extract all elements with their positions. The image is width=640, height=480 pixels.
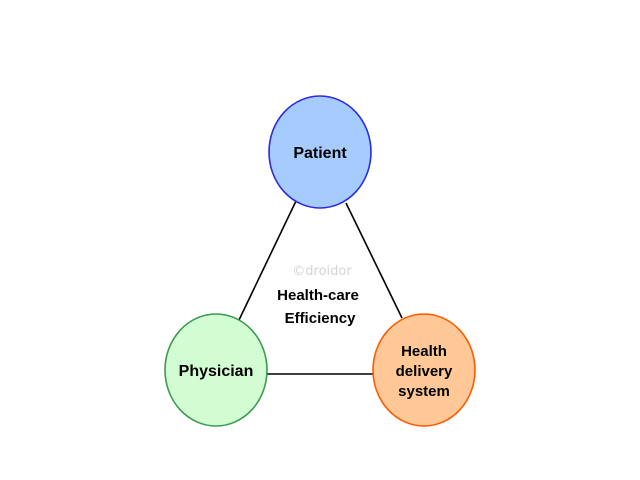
edge-patient-delivery: [345, 202, 403, 319]
center-label-line-1: Health-care: [277, 287, 359, 304]
node-delivery-circle: [372, 313, 476, 427]
center-label-line-2: Efficiency: [285, 310, 357, 327]
node-patient-label: Patient: [293, 145, 347, 162]
watermark-text: ©droidor: [292, 264, 352, 279]
edge-patient-physician: [238, 200, 297, 321]
node-physician-label: Physician: [179, 363, 254, 380]
node-delivery-label-line-2: delivery: [396, 363, 453, 380]
node-patient: Patient: [268, 95, 372, 209]
node-patient-circle: [268, 95, 372, 209]
node-delivery-label-line-1: Health: [401, 343, 447, 360]
node-delivery-system: Health delivery system: [372, 313, 476, 427]
node-delivery-label-line-3: system: [398, 383, 450, 400]
node-physician: Physician: [164, 313, 268, 427]
node-physician-circle: [164, 313, 268, 427]
